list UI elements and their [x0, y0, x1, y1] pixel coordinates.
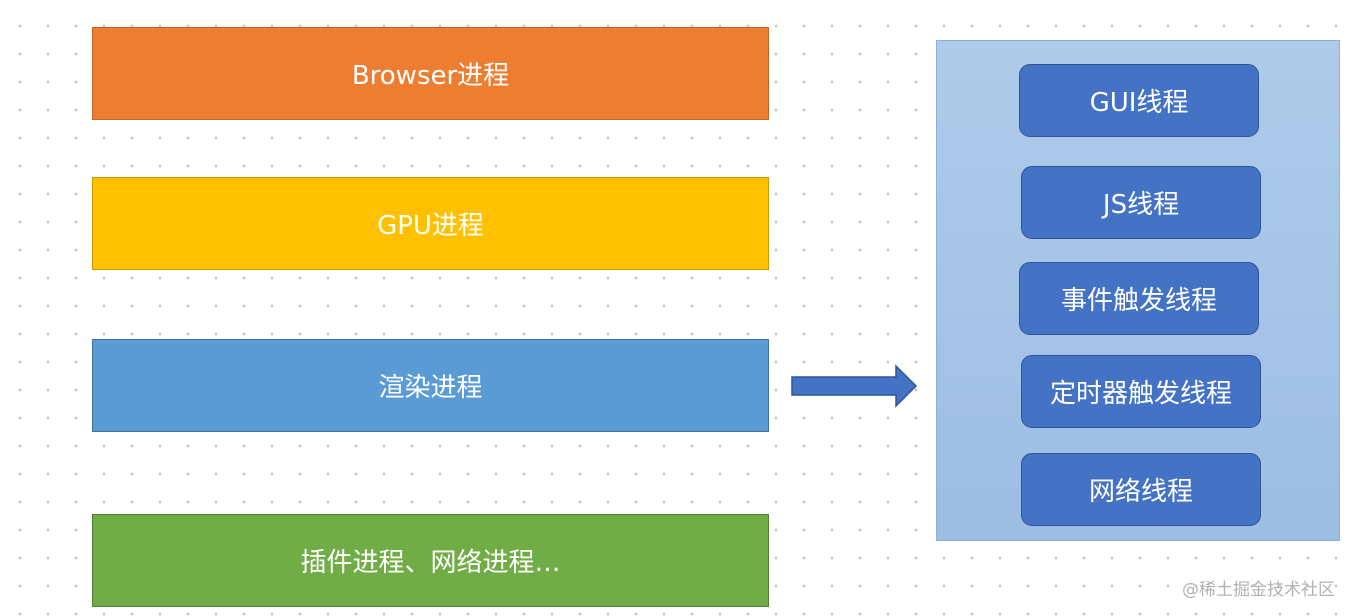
gpu-process-label: GPU进程	[377, 211, 484, 241]
browser-process-box: Browser进程	[92, 27, 769, 120]
network-thread-label: 网络线程	[1088, 477, 1193, 507]
network-thread-box: 网络线程	[1021, 453, 1261, 526]
renderer-process-label: 渲染进程	[378, 373, 483, 403]
watermark-text: @稀土掘金技术社区	[1182, 580, 1335, 600]
right-arrow-icon	[791, 364, 918, 408]
gui-thread-box: GUI线程	[1019, 64, 1259, 137]
js-thread-box: JS线程	[1021, 166, 1261, 239]
timer-trigger-thread-label: 定时器触发线程	[1049, 379, 1232, 409]
plugin-network-process-box: 插件进程、网络进程…	[92, 514, 769, 607]
event-trigger-thread-label: 事件触发线程	[1060, 286, 1217, 316]
browser-process-label: Browser进程	[351, 61, 510, 91]
js-thread-label: JS线程	[1102, 190, 1180, 220]
gui-thread-label: GUI线程	[1089, 88, 1189, 118]
renderer-process-box: 渲染进程	[92, 339, 769, 432]
plugin-network-process-label: 插件进程、网络进程…	[300, 548, 561, 578]
gpu-process-box: GPU进程	[92, 177, 769, 270]
timer-trigger-thread-box: 定时器触发线程	[1021, 355, 1261, 428]
event-trigger-thread-box: 事件触发线程	[1019, 262, 1259, 335]
